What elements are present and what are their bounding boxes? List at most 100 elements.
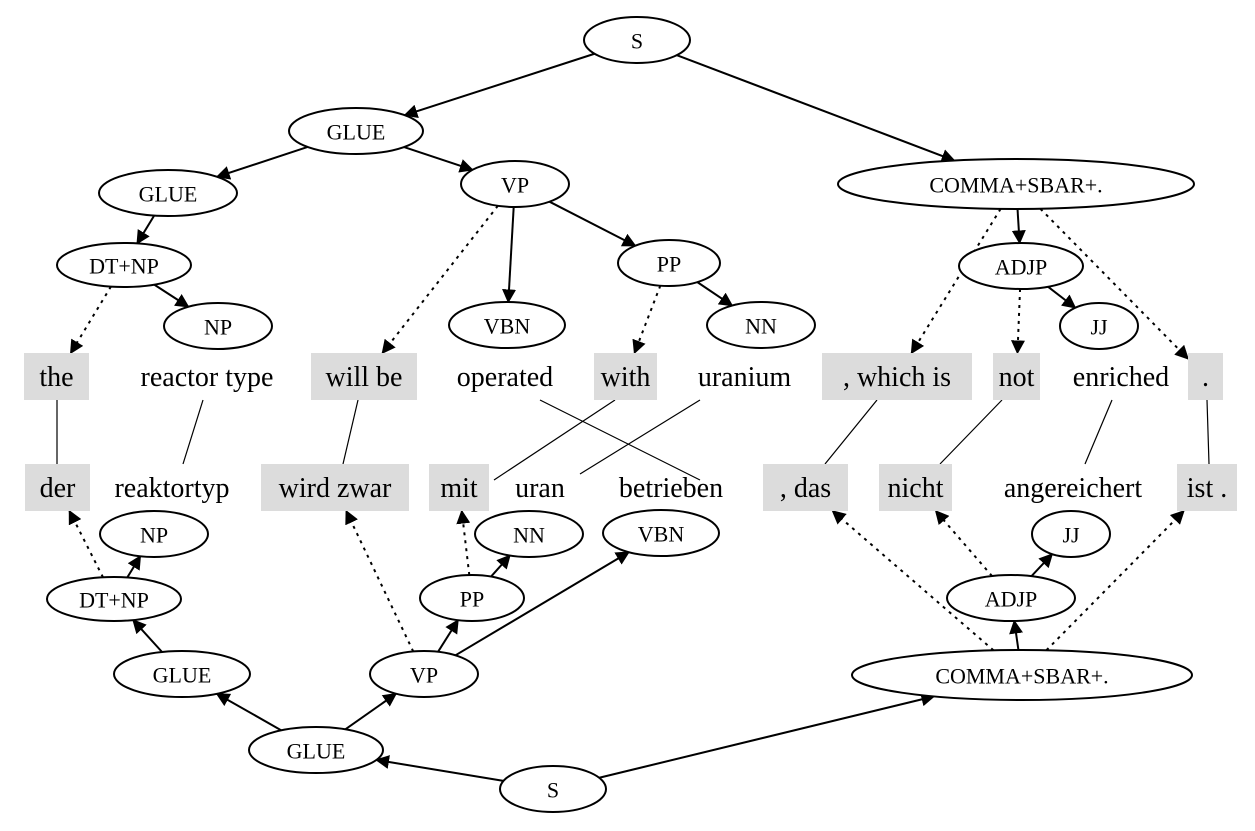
word-highlight [429, 464, 489, 511]
word-label: uran [515, 473, 565, 504]
word-label: not [999, 362, 1035, 393]
edge-t_COMMA-to-t_ADJP [1009, 619, 1023, 651]
word-label: reactor type [141, 362, 274, 393]
alignment-line [1084, 399, 1113, 465]
node-ellipse [163, 302, 273, 350]
node-label: NP [204, 315, 232, 340]
node-s_GLUE2: GLUE [98, 169, 238, 217]
word-g_das: , das [763, 464, 848, 511]
word-highlight [594, 353, 657, 400]
word-g_reaktortyp: reaktortyp [114, 473, 229, 504]
node-t_NP: NP [99, 510, 209, 558]
node-ellipse [98, 169, 238, 217]
edge-t_VP-to-t_PP [437, 618, 459, 653]
word-highlight [25, 464, 90, 511]
node-t_GLUE1: GLUE [248, 726, 384, 774]
edge-t_GLUE1-to-t_VP [344, 692, 398, 731]
edge-s_GLUE1-to-s_GLUE2 [215, 145, 308, 180]
word-label: will be [326, 362, 403, 393]
node-ellipse [1059, 302, 1139, 350]
edge-s_S-to-s_GLUE1 [403, 52, 595, 118]
word-g_angereichert: angereichert [1004, 473, 1143, 504]
word-w_enriched: enriched [1073, 362, 1169, 393]
node-label: COMMA+SBAR+. [935, 664, 1108, 689]
node-t_S: S [499, 765, 607, 813]
node-label: GLUE [139, 182, 198, 207]
word-w_not: not [993, 353, 1040, 400]
word-highlight [879, 464, 952, 511]
node-label: DT+NP [79, 588, 149, 613]
node-s_NN: NN [706, 301, 816, 349]
node-label: NN [513, 523, 545, 548]
word-w_dot: . [1188, 353, 1223, 400]
node-ellipse [602, 509, 720, 557]
node-label: VBN [638, 522, 685, 547]
alignment-line [342, 399, 359, 465]
edge-t_ADJP-to-g_nicht [934, 509, 993, 577]
word-label: ist . [1187, 473, 1227, 504]
edge-t_DTNP-to-t_NP [126, 555, 142, 578]
edge-s_ADJP-to-w_not [1010, 288, 1025, 355]
node-label: VP [501, 173, 529, 198]
node-s_JJ: JJ [1059, 302, 1139, 350]
edge-s_GLUE2-to-s_DTNP [136, 215, 156, 245]
node-label: GLUE [153, 663, 212, 688]
node-ellipse [99, 510, 209, 558]
node-label: VBN [484, 314, 531, 339]
node-ellipse [448, 301, 566, 349]
edge-t_VP-to-g_wird [345, 509, 415, 652]
word-highlight [1188, 353, 1223, 400]
node-s_ADJP: ADJP [958, 242, 1084, 290]
word-g_mit: mit [429, 464, 489, 511]
node-ellipse [474, 510, 584, 558]
node-t_NN: NN [474, 510, 584, 558]
node-label: NP [140, 523, 168, 548]
edge-s_GLUE1-to-s_VP [403, 146, 474, 173]
node-t_JJ: JJ [1031, 510, 1111, 558]
word-label: , which is [843, 362, 951, 393]
node-label: ADJP [985, 587, 1038, 612]
word-g_wird: wird zwar [261, 464, 409, 511]
node-ellipse [56, 242, 192, 288]
alignment-line [579, 399, 701, 475]
node-ellipse [248, 726, 384, 774]
word-label: uranium [698, 362, 792, 393]
alignment-line [539, 399, 701, 481]
word-label: betrieben [619, 473, 723, 504]
edge-s_COMMA-to-w_dot [1039, 208, 1189, 360]
node-t_VP: VP [369, 650, 479, 698]
word-label: . [1202, 362, 1209, 393]
alignment-line [1206, 399, 1210, 465]
word-label: angereichert [1004, 473, 1143, 504]
node-label: PP [657, 252, 681, 277]
node-ellipse [460, 160, 570, 208]
word-w_uranium: uranium [698, 362, 792, 393]
edge-t_S-to-t_GLUE1 [375, 755, 504, 782]
node-label: GLUE [327, 120, 386, 145]
node-ellipse [706, 301, 816, 349]
node-s_VBN: VBN [448, 301, 566, 349]
word-w_operated: operated [457, 362, 553, 393]
node-label: JJ [1090, 315, 1108, 340]
edge-t_ADJP-to-t_JJ [1030, 553, 1054, 577]
edge-s_VP-to-s_PP [549, 200, 637, 247]
node-label: JJ [1062, 523, 1080, 548]
node-ellipse [419, 574, 525, 622]
node-ellipse [1031, 510, 1111, 558]
word-highlight [763, 464, 848, 511]
node-label: PP [460, 587, 484, 612]
edge-t_VP-to-t_VBN [454, 551, 631, 657]
word-w_reactor: reactor type [141, 362, 274, 393]
word-g_nicht: nicht [879, 464, 952, 511]
word-highlight [1177, 464, 1237, 511]
edge-s_DTNP-to-s_NP [153, 283, 190, 308]
edge-t_GLUE1-to-t_GLUE2 [215, 692, 282, 732]
word-highlight [261, 464, 409, 511]
node-t_DTNP: DT+NP [46, 576, 182, 622]
alignment-line [493, 399, 616, 481]
word-highlight [24, 353, 89, 400]
node-ellipse [851, 649, 1193, 701]
node-t_GLUE2: GLUE [113, 650, 251, 698]
node-ellipse [837, 158, 1195, 210]
